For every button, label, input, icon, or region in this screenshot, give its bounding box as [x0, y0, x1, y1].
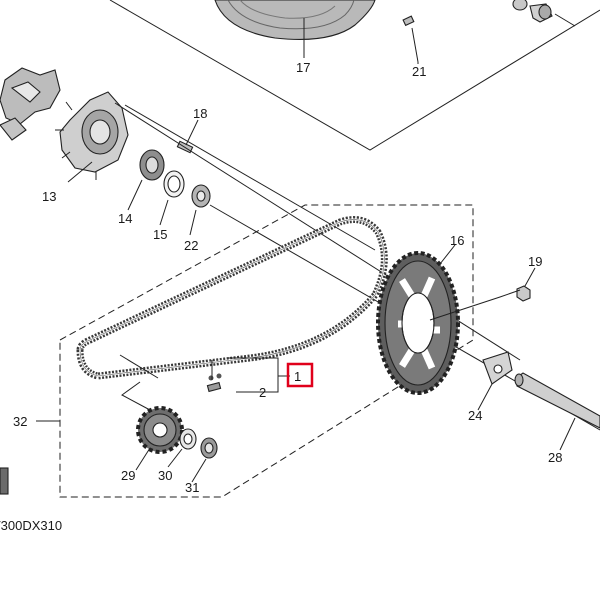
- callout-18: 19: [528, 254, 542, 269]
- drawing-code-label: V300DX310: [0, 518, 62, 533]
- drive-chain-part-1: [76, 216, 388, 380]
- bearing-part-14: [139, 149, 165, 181]
- callout-15: 15: [153, 227, 167, 242]
- callout-14: 14: [118, 211, 132, 226]
- callout-16: 16: [450, 233, 464, 248]
- callout-leader-lines: [36, 18, 576, 483]
- callout-28: 24: [468, 408, 482, 423]
- callout-29: 29: [121, 468, 135, 483]
- callout-2[interactable]: 2: [259, 385, 266, 400]
- callout-13: 13: [42, 189, 56, 204]
- chain-kit-dashed-outline: [59, 204, 474, 498]
- rear-sprocket-part-16: [376, 251, 460, 395]
- nut-part-18: [516, 285, 531, 302]
- wheel-area-frame: [109, 0, 600, 151]
- wheel-damper-rubber: [0, 67, 61, 141]
- callout-32: 32: [13, 414, 27, 429]
- callout-17: 18: [193, 106, 207, 121]
- drive-sprocket-part-29: [136, 406, 184, 454]
- callout-30: 30: [158, 468, 172, 483]
- rear-wheel-hub: [214, 0, 376, 40]
- nut-part-31: [200, 437, 218, 459]
- partial-part-left-edge: [0, 467, 9, 495]
- callout-24: 28: [548, 450, 562, 465]
- oil-seal-part-15: [163, 170, 185, 198]
- callout-1[interactable]: 1: [294, 369, 301, 384]
- callout-31: 31: [185, 480, 199, 495]
- callout-labels: 17 21 18 13 14 15 22 16 19 1 2 32 24 28 …: [13, 60, 562, 495]
- rear-axle-part-24: [514, 372, 600, 429]
- small-bolt-part-21: [402, 15, 419, 63]
- callout-22: 22: [184, 238, 198, 253]
- callout-19: 17: [296, 60, 310, 75]
- washer-part-30: [179, 428, 197, 450]
- collar-part-22: [191, 184, 211, 208]
- highlight-box-part-1: [286, 362, 314, 388]
- callout-21: 21: [412, 64, 426, 79]
- axle-collar-top: [512, 0, 576, 27]
- sprocket-hub-part-13: [55, 91, 129, 180]
- master-link-part-2: [206, 373, 222, 393]
- plate-part-28: [482, 351, 513, 385]
